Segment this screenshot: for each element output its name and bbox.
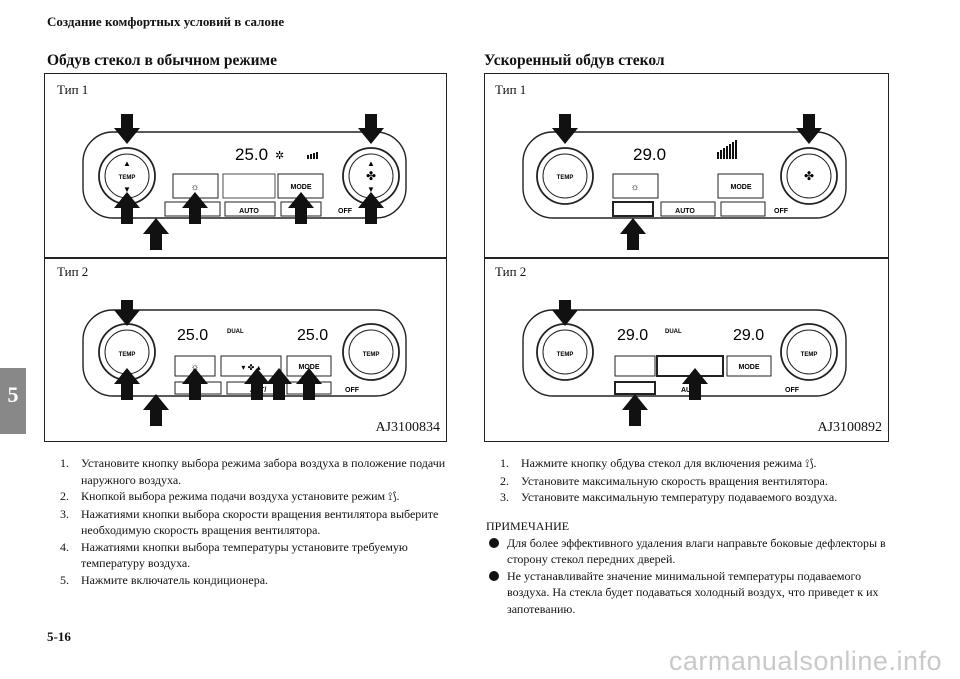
right-t2-arrow-defrost <box>622 394 648 426</box>
right-t1-temp-dial-label: TEMP <box>557 175 574 181</box>
svg-text:▼: ▼ <box>367 185 375 194</box>
svg-text:▲: ▲ <box>123 159 131 168</box>
left-t1-arrow-fan-down <box>358 192 384 224</box>
right-type1-climate-panel: 29.0 ☼ MODE AUTO OFF TEMP ✤ <box>522 114 847 250</box>
left-t1-arrow-ac <box>182 192 208 224</box>
left-t1-arrow-fan-up <box>358 114 384 144</box>
left-type1-climate-panel: ☼ MODE AUTO OFF 25.0 ✲ TEMP ▲ ▼ ✤ ▲ ▼ <box>82 114 407 250</box>
left-t2-off-label: OFF <box>345 387 360 394</box>
left-step: 3.Нажатиями кнопки выбора скорости враще… <box>60 506 439 538</box>
left-t1-temp-display: 25.0 <box>235 145 268 164</box>
right-step: 1.Нажмите кнопку обдува стекол для включ… <box>500 456 817 470</box>
right-steps-list: 1.Нажмите кнопку обдува стекол для включ… <box>500 455 890 506</box>
right-t1-arrow-fan-up <box>796 114 822 144</box>
right-t2-arrow-temp-up <box>552 300 578 326</box>
right-section-title: Ускоренный обдув стекол <box>484 52 665 69</box>
watermark: carmanualsonline.info <box>668 646 942 676</box>
left-step: 2.Кнопкой выбора режима подачи воздуха у… <box>60 489 400 503</box>
left-step: 5.Нажмите включатель кондиционера. <box>60 572 269 587</box>
left-type1-label: Тип 1 <box>57 82 89 97</box>
right-t1-off-label: OFF <box>774 208 789 215</box>
right-type2-climate-panel: 29.0 DUAL 29.0 MODE AUT/ OFF TEMP TEMP <box>522 300 847 426</box>
left-figure-panel: Тип 1 Тип 2 AJ3100834 ☼ MODE AUTO OFF 25… <box>44 73 447 442</box>
left-t2-temp-dial-right-label: TEMP <box>363 352 380 358</box>
right-t1-arrow-temp-up <box>552 114 578 144</box>
left-t2-arrow-ac <box>182 368 208 400</box>
note-heading: ПРИМЕЧАНИЕ <box>486 519 570 533</box>
chapter-number: 5 <box>7 382 19 407</box>
left-t2-temp-right: 25.0 <box>297 327 328 344</box>
notes-block: ПРИМЕЧАНИЕ Для более эффективного удален… <box>486 518 890 617</box>
svg-text:☼: ☼ <box>630 182 639 193</box>
defrost-mode-icon: ⟟⟆ <box>805 458 814 470</box>
left-t1-off-label: OFF <box>338 208 353 215</box>
right-step: 2.Установите максимальную скорость враще… <box>500 473 828 488</box>
left-t2-dual-label: DUAL <box>227 329 244 335</box>
svg-text:▼: ▼ <box>123 185 131 194</box>
bullet-icon <box>489 537 499 548</box>
right-t1-temp-display: 29.0 <box>633 145 666 164</box>
right-type1-label: Тип 1 <box>495 82 527 97</box>
svg-text:✤: ✤ <box>804 169 814 183</box>
svg-text:▾ ✤ ▴: ▾ ✤ ▴ <box>241 363 260 372</box>
left-steps-list: 1.Установите кнопку выбора режима забора… <box>60 455 460 588</box>
left-t2-arrow-intake <box>143 394 169 426</box>
right-t2-arrow-fan-up <box>682 368 708 400</box>
chapter-tab: 5 <box>0 368 26 434</box>
left-t1-arrow-intake <box>143 218 169 250</box>
left-t1-arrow-mode <box>288 192 314 224</box>
right-t2-mode-label: MODE <box>739 364 760 371</box>
left-t2-arrow-temp-up <box>114 300 140 326</box>
right-t1-arrow-defrost <box>620 218 646 250</box>
left-t1-mode-label: MODE <box>291 184 312 191</box>
right-type2-label: Тип 2 <box>495 264 527 279</box>
right-figure-code: AJ3100892 <box>817 420 882 435</box>
svg-text:▲: ▲ <box>367 159 375 168</box>
right-t1-auto-label: AUTO <box>675 208 695 215</box>
defrost-mode-icon: ⟟⟆ <box>388 491 397 503</box>
left-step: 1.Установите кнопку выбора режима забора… <box>60 456 446 487</box>
left-t2-arrow-temp-down <box>114 368 140 400</box>
right-divider <box>485 257 888 259</box>
svg-text:☼: ☼ <box>190 362 199 373</box>
section-header: Создание комфортных условий в салоне <box>47 14 285 29</box>
left-t2-arrow-mode <box>296 368 322 400</box>
right-t2-temp-dial-right-label: TEMP <box>801 352 818 358</box>
bullet-icon <box>489 570 499 581</box>
right-step: 3.Установите максимальную температуру по… <box>500 490 838 504</box>
left-t1-arrow-temp-down <box>114 192 140 224</box>
right-t2-temp-right: 29.0 <box>733 327 764 344</box>
left-t1-fan-icon: ✤ <box>366 169 376 183</box>
right-t2-temp-dial-left-label: TEMP <box>557 352 574 358</box>
left-divider <box>45 257 446 259</box>
right-t2-dual-label: DUAL <box>665 329 682 335</box>
right-figure-panel: Тип 1 Тип 2 AJ3100892 29.0 ☼ MODE AUTO O… <box>484 73 889 442</box>
left-type2-label: Тип 2 <box>57 264 89 279</box>
left-t1-fan-snow-icon: ☼ <box>190 182 199 193</box>
left-type2-climate-panel: 25.0 DUAL 25.0 ☼ MODE ▾ ✤ ▴ AUT/ OFF TEM… <box>82 300 407 426</box>
left-t2-arrow-fan-up <box>266 368 292 400</box>
left-step: 4.Нажатиями кнопки выбора температуры ус… <box>60 539 408 571</box>
left-t1-defrost-icon: ✲ <box>275 150 284 162</box>
page-number: 5-16 <box>47 629 71 644</box>
left-t2-temp-dial-left-label: TEMP <box>119 352 136 358</box>
left-t2-temp-left: 25.0 <box>177 327 208 344</box>
left-t2-mode-label: MODE <box>299 364 320 371</box>
note-item: Для более эффективного удаления влаги на… <box>486 535 890 568</box>
left-t1-arrow-temp-up <box>114 114 140 144</box>
right-t2-temp-left: 29.0 <box>617 327 648 344</box>
note-item: Не устанавливайте значение минимальной т… <box>486 568 890 618</box>
left-t1-auto-label: AUTO <box>239 208 259 215</box>
left-t2-arrow-fan-down <box>244 368 270 400</box>
right-t2-off-label: OFF <box>785 387 800 394</box>
left-figure-code: AJ3100834 <box>375 420 440 435</box>
right-t1-mode-label: MODE <box>731 184 752 191</box>
left-t1-temp-dial-label: TEMP <box>119 175 136 181</box>
left-section-title: Обдув стекол в обычном режиме <box>47 52 277 69</box>
